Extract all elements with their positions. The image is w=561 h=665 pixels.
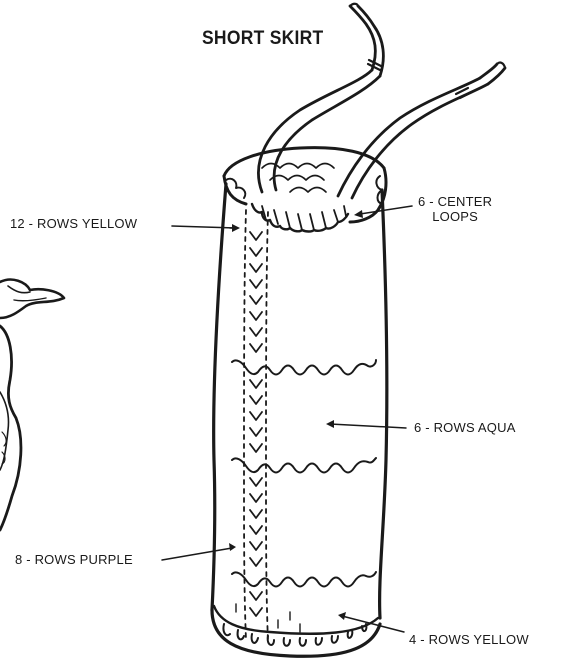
label-center-loops-line1: 6 - CENTER [418,194,492,209]
leader-lines [162,206,412,632]
diagram-title: SHORT SKIRT [202,28,324,50]
knitted-tube [212,148,387,657]
label-center-loops-line2: LOOPS [418,209,492,224]
label-rows-yellow-bottom: 4 - ROWS YELLOW [409,632,529,647]
leader-arrowheads [229,210,363,620]
label-rows-yellow-top: 12 - ROWS YELLOW [10,216,137,231]
label-center-loops: 6 - CENTER LOOPS [418,194,492,224]
label-rows-aqua: 6 - ROWS AQUA [414,420,516,435]
label-rows-purple: 8 - ROWS PURPLE [15,552,133,567]
left-partial-figure [0,280,64,530]
